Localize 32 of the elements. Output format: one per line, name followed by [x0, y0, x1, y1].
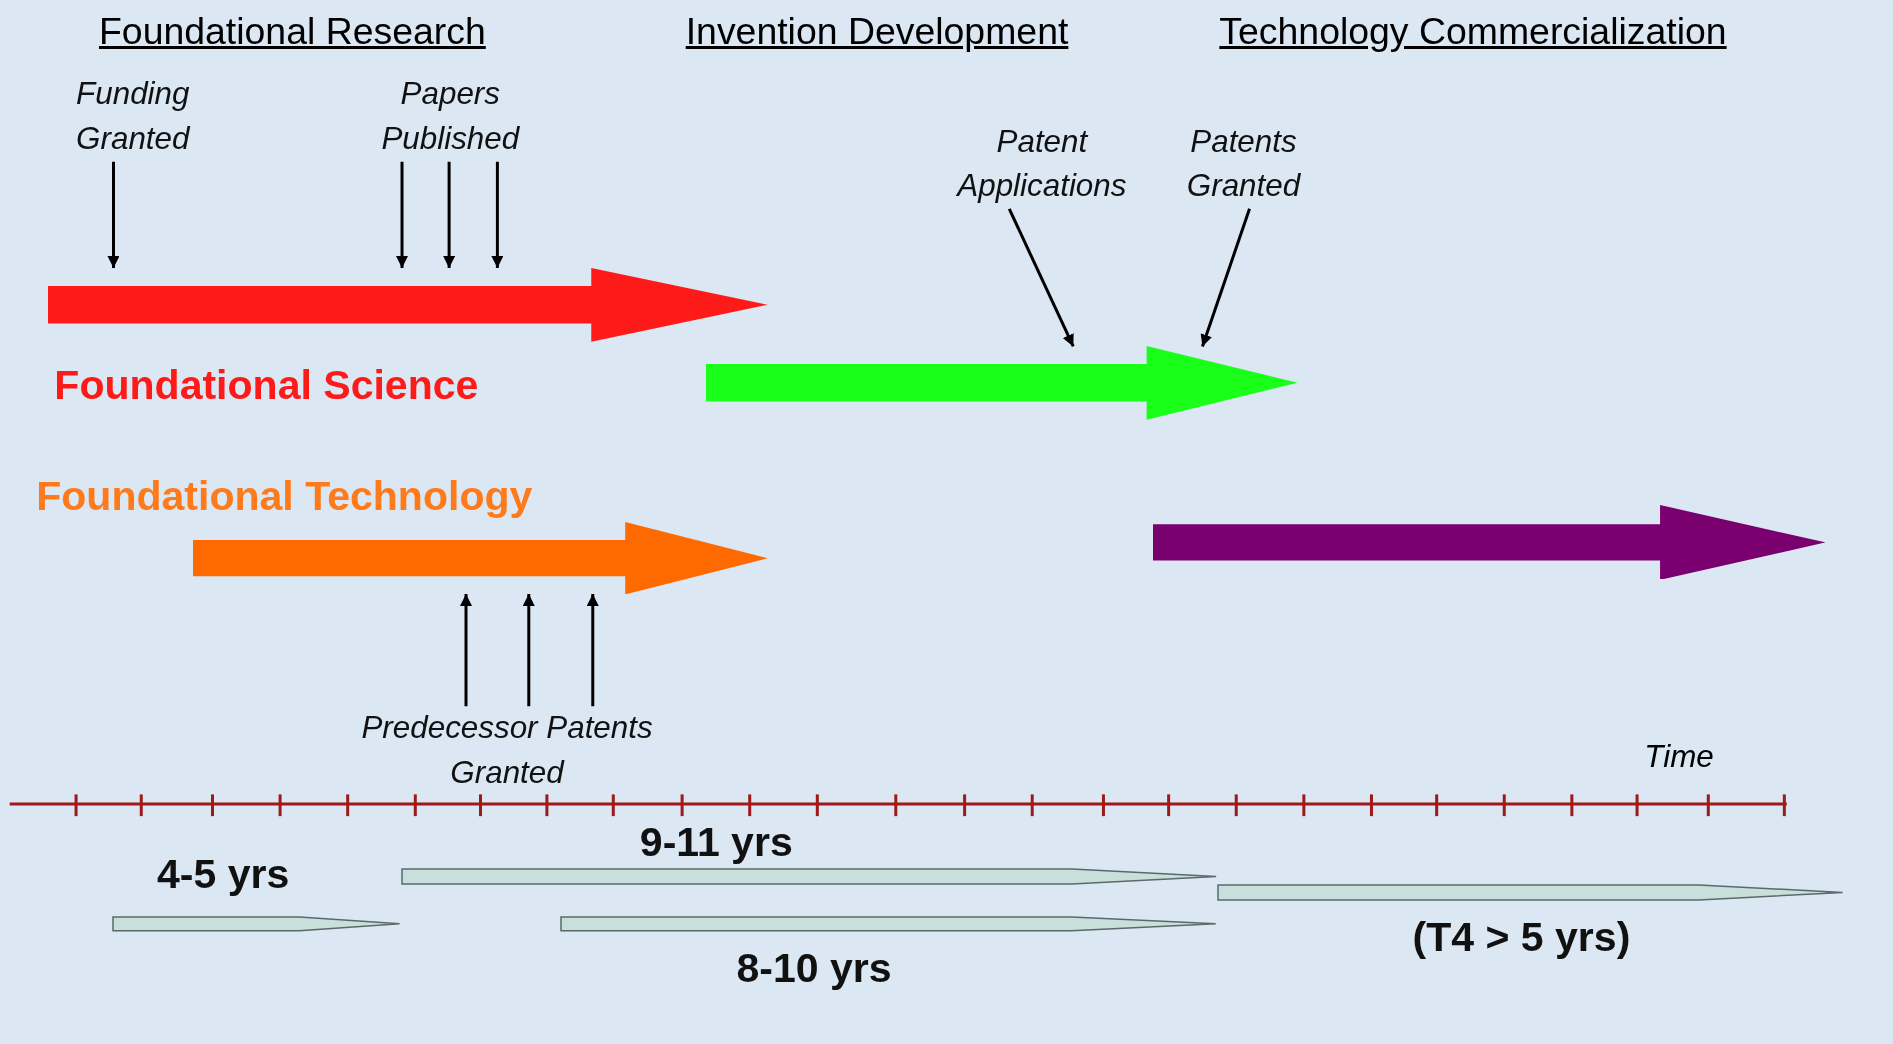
annotation-text: Patent Applications: [933, 119, 1151, 209]
leader-arrow: [107, 161, 120, 268]
leader-arrow: [1200, 208, 1251, 347]
duration-bar: [560, 916, 1217, 932]
axis-label: Time: [1644, 738, 1714, 775]
section-heading: Invention Development: [685, 9, 1069, 53]
annotation-text: Patents Granted: [1158, 119, 1328, 209]
duration-label: (T4 > 5 yrs): [1412, 913, 1631, 961]
leader-arrow: [1007, 208, 1075, 348]
block-arrow: [706, 346, 1298, 421]
section-heading: Technology Commercialization: [1219, 9, 1727, 53]
track-label: Foundational Technology: [36, 473, 533, 521]
duration-label: 9-11 yrs: [639, 818, 793, 866]
duration-bar: [1216, 883, 1844, 901]
duration-bar: [400, 868, 1217, 885]
annotation-text: Predecessor Patents Granted: [344, 706, 670, 796]
leader-arrow: [586, 594, 599, 707]
duration-label: 8-10 yrs: [736, 945, 892, 993]
block-arrow: [1152, 504, 1826, 580]
leader-arrow: [443, 161, 456, 268]
duration-bar: [112, 916, 401, 932]
track-label: Foundational Science: [54, 362, 479, 410]
block-arrow: [193, 521, 768, 594]
block-arrow: [48, 268, 768, 342]
section-heading: Foundational Research: [99, 9, 486, 53]
annotation-text: Funding Granted: [48, 72, 218, 162]
duration-label: 4-5 yrs: [156, 851, 290, 899]
leader-arrow: [460, 594, 472, 707]
annotation-text: Papers Published: [353, 72, 547, 162]
leader-arrow: [491, 161, 504, 268]
leader-arrow: [396, 161, 408, 268]
leader-arrow: [522, 594, 535, 707]
